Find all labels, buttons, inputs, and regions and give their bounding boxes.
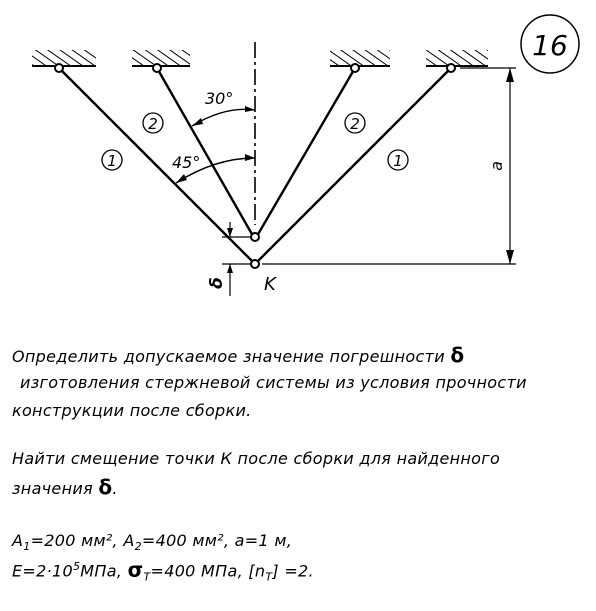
rod-2-left <box>155 67 255 237</box>
angle-30-label: 30° <box>205 89 233 108</box>
wall-support-2 <box>132 50 190 67</box>
svg-text:1: 1 <box>393 152 403 170</box>
dimension-a-label: a <box>487 161 506 171</box>
angle-45-label: 45° <box>172 153 200 172</box>
rod-1-right <box>254 67 452 265</box>
problem-line-4: Найти смещение точки К после сборки для … <box>12 449 501 468</box>
structure-figure: 30° 45° 1 2 2 1 a δ K 16 <box>32 14 580 296</box>
hinge-1 <box>54 63 64 73</box>
svg-text:16: 16 <box>532 29 568 62</box>
given-line-1: A1=200 мм², A2=400 мм², a=1 м, <box>12 531 293 554</box>
wall-support-3 <box>330 50 390 67</box>
rod-2-right <box>255 67 357 237</box>
dimension-delta: δ <box>207 222 250 296</box>
rod-2-left-marker: 2 <box>142 112 164 134</box>
hinge-2 <box>152 63 162 73</box>
wall-support-4 <box>426 50 488 67</box>
rod-2-right-marker: 2 <box>344 112 366 134</box>
svg-text:2: 2 <box>350 115 360 133</box>
sigma-symbol: σ <box>127 557 144 582</box>
problem-number-badge: 16 <box>520 14 580 74</box>
svg-text:2: 2 <box>148 115 158 133</box>
wall-support-1 <box>32 50 96 67</box>
given-line-2: E=2·105МПа, σT=400 МПа, [nT] =2. <box>12 557 314 584</box>
svg-text:1: 1 <box>107 152 117 170</box>
problem-line-1: Определить допускаемое значение погрешно… <box>12 343 465 367</box>
dimension-a: a <box>262 67 516 265</box>
dimension-delta-label: δ <box>207 277 227 289</box>
hinge-4 <box>446 63 456 73</box>
hinge-3 <box>350 63 360 73</box>
rod-1-right-marker: 1 <box>387 149 409 171</box>
rod-1-left-marker: 1 <box>101 149 123 171</box>
point-K-label: K <box>264 274 277 295</box>
rod-1-left <box>58 67 256 265</box>
problem-line-2: изготовления стержневой системы из услов… <box>20 373 527 392</box>
joint-upper <box>250 232 260 242</box>
delta-symbol-2: δ <box>98 475 113 499</box>
joint-K <box>250 259 260 269</box>
delta-symbol: δ <box>450 343 465 367</box>
problem-line-5: значения δ. <box>12 475 118 499</box>
problem-line-3: конструкции после сборки. <box>12 401 252 420</box>
